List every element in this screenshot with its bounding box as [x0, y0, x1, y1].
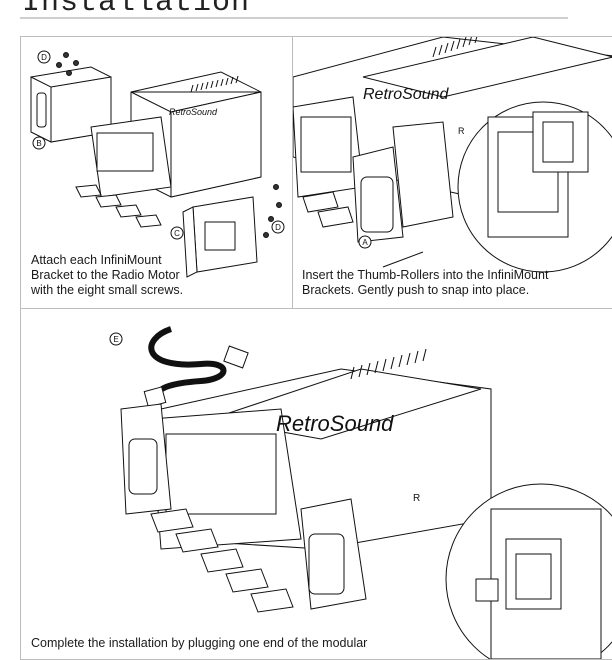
radio-logo: RetroSound	[363, 86, 449, 103]
radio-logo: RetroSound	[169, 107, 218, 117]
callout-d-bottom: D	[275, 223, 281, 232]
radio-logo: RetroSound	[276, 411, 394, 436]
callout-d-top: D	[41, 53, 47, 62]
step-2-panel: RetroSound R A Insert the Thumb-Rollers …	[292, 36, 612, 310]
step-3-illustration: RetroSound R E	[109, 326, 612, 659]
callout-a: A	[362, 238, 368, 247]
step-3-caption: Complete the installation by plugging on…	[31, 636, 368, 650]
page-title: Installation	[22, 0, 251, 20]
callout-e: E	[113, 335, 118, 344]
step-2-caption: Insert the Thumb-Rollers into the Infini…	[302, 268, 549, 297]
step-3-panel: RetroSound R E Complete the installation…	[20, 308, 612, 660]
step-1-caption: Attach each InfiniMount Bracket to the R…	[31, 253, 184, 297]
bracket-letter: R	[458, 126, 465, 136]
step-1-illustration: RetroSound D B C D	[30, 50, 285, 278]
step-1-panel: RetroSound D B C D Attach each InfiniMou…	[20, 36, 294, 310]
step-2-illustration: RetroSound R A	[293, 37, 612, 273]
callout-c: C	[174, 229, 180, 238]
title-divider	[20, 17, 568, 19]
bracket-letter: R	[413, 493, 420, 504]
callout-b: B	[36, 139, 41, 148]
